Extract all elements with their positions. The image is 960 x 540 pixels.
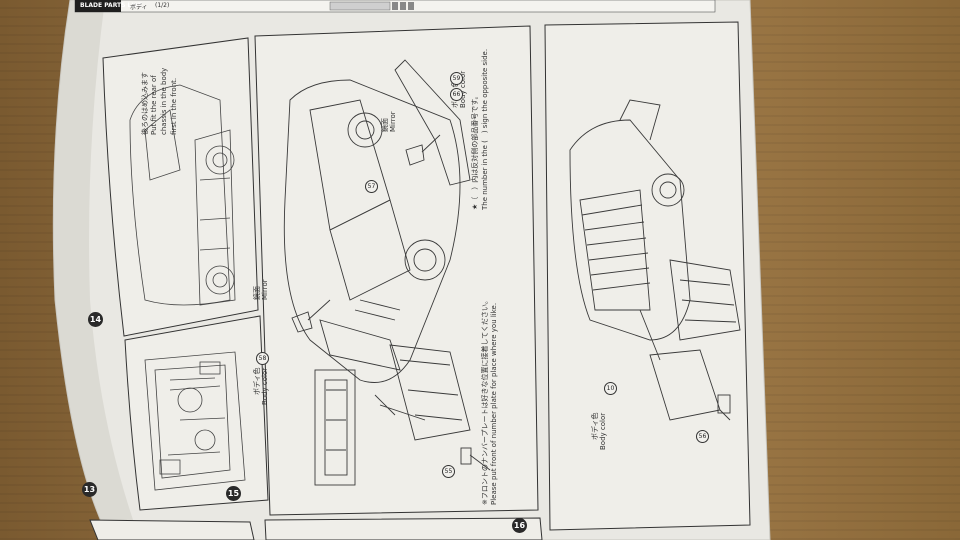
step-14-callout-en-1: Put fit the rear of xyxy=(150,75,158,135)
step-14-badge: 14 xyxy=(88,312,103,327)
step-14-callout-en-2: chassis in the body xyxy=(160,67,168,135)
part-57-callout: 57 xyxy=(365,180,378,193)
part-66-callout: 66 xyxy=(450,88,463,101)
body-color-label: Body color xyxy=(261,367,269,405)
instruction-sheet: BLADE PARTS LIST ボディ (1/2) 13 14 15 16 後… xyxy=(30,0,930,540)
step-14-callout-en-3: first in the front. xyxy=(170,77,178,135)
opposite-side-note-en: The number in the ( ) sign the opposite … xyxy=(481,48,489,210)
part-10-callout: 10 xyxy=(604,382,617,395)
part-56-callout: 56 xyxy=(696,430,709,443)
step-13-badge: 13 xyxy=(82,482,97,497)
opposite-side-note-jp: ★（ ）内は反対側の部品番号です。 xyxy=(471,92,479,210)
mirror-label-2: Mirror xyxy=(389,111,397,132)
step-16-body-color-label: Body color xyxy=(599,412,607,450)
parts-list-tab-label: BLADE PARTS LIST xyxy=(80,2,143,9)
step-15-badge: 15 xyxy=(226,486,241,501)
part-58-callout: 58 xyxy=(256,352,269,365)
header-note-line-1: ボディ xyxy=(130,4,148,11)
step-16-badge: 16 xyxy=(512,518,527,533)
part-59-callout: 59 xyxy=(450,72,463,85)
part-55-callout: 55 xyxy=(442,465,455,478)
mirror-label: Mirror xyxy=(261,279,269,300)
number-plate-note-jp: ※フロントのナンバープレートは好きな位置に接着してください。 xyxy=(481,296,489,505)
number-plate-note-en: Please put front of number plate for pla… xyxy=(490,302,498,505)
step-14-callout-jp: 後ろのはめ込みます xyxy=(141,72,149,135)
header-note-line-2: (1/2) xyxy=(155,2,170,9)
